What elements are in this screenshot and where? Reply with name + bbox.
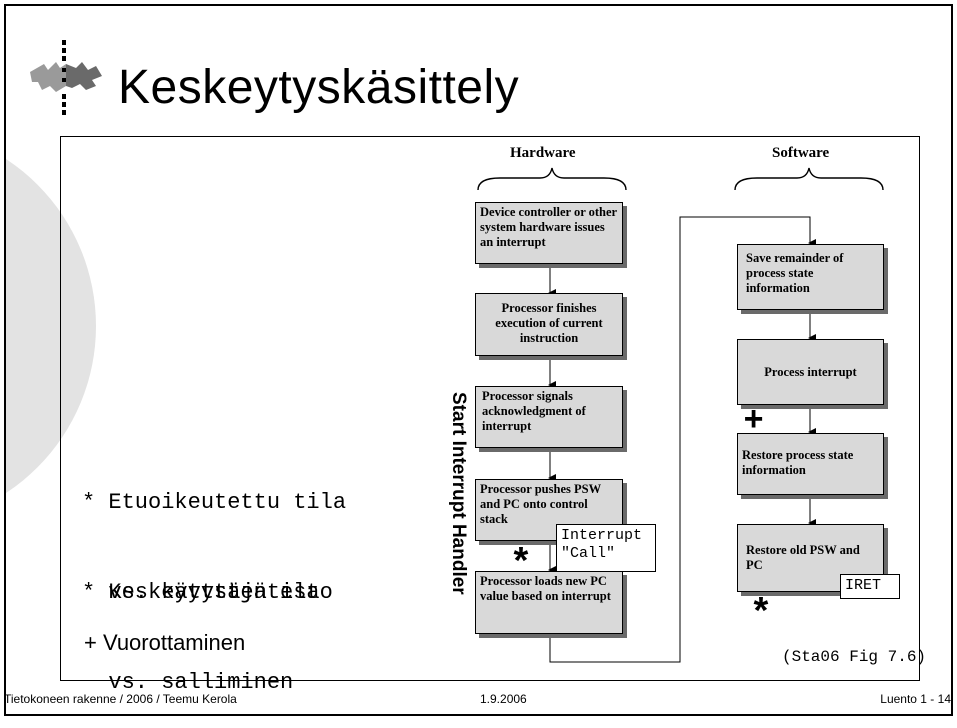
hw-step-device-interrupt: Device controller or other system hardwa… (475, 202, 623, 264)
bullet-masking-line1: * Keskeytysten esto (82, 580, 333, 605)
content-box (60, 136, 920, 681)
bullet-privilege-line1: * Etuoikeutettu tila (82, 490, 347, 515)
sw-step-process-interrupt: Process interrupt (737, 339, 884, 405)
star-marker-software: * (752, 590, 767, 632)
sw-step-restore-state: Restore process state information (737, 433, 884, 495)
interrupt-call-line2: "Call" (561, 545, 616, 562)
footer-date: 1.9.2006 (480, 692, 527, 706)
university-logo-icon (30, 40, 102, 115)
figure-caption: (Sta06 Fig 7.6) (782, 648, 927, 666)
bullet-interrupt-masking: * Keskeytysten esto vs. salliminen (82, 518, 333, 728)
bullet-privilege-line2: vs. käyttäjätila (82, 580, 320, 605)
bullet-scheduling: + Vuorottaminen (84, 630, 246, 655)
hardware-heading: Hardware (510, 145, 576, 161)
interrupt-call-tag: Interrupt "Call" (556, 524, 656, 572)
software-heading: Software (772, 145, 830, 161)
iret-tag: IRET (840, 574, 900, 599)
star-marker-hardware: * (512, 540, 527, 582)
bullet-privilege: * Etuoikeutettu tila vs. käyttäjätila (82, 428, 346, 638)
interrupt-call-line1: Interrupt (561, 527, 643, 544)
footer-course: Tietokoneen rakenne / 2006 / Teemu Kerol… (4, 692, 237, 706)
bullet-masking-line2: vs. salliminen (82, 670, 294, 695)
footer-slide-number: Luento 1 - 14 (880, 692, 951, 706)
plus-marker: + (743, 400, 763, 438)
hw-step-load-new-pc: Processor loads new PC value based on in… (475, 571, 623, 634)
slide-title: Keskeytyskäsittely (118, 61, 520, 114)
sw-step-save-state: Save remainder of process state informat… (737, 244, 884, 310)
hw-step-finish-instruction: Processor finishes execution of current … (475, 293, 623, 356)
hw-step-acknowledge: Processor signals acknowledgment of inte… (475, 386, 623, 448)
start-interrupt-handler-label: Start Interrupt Handler (448, 392, 469, 595)
